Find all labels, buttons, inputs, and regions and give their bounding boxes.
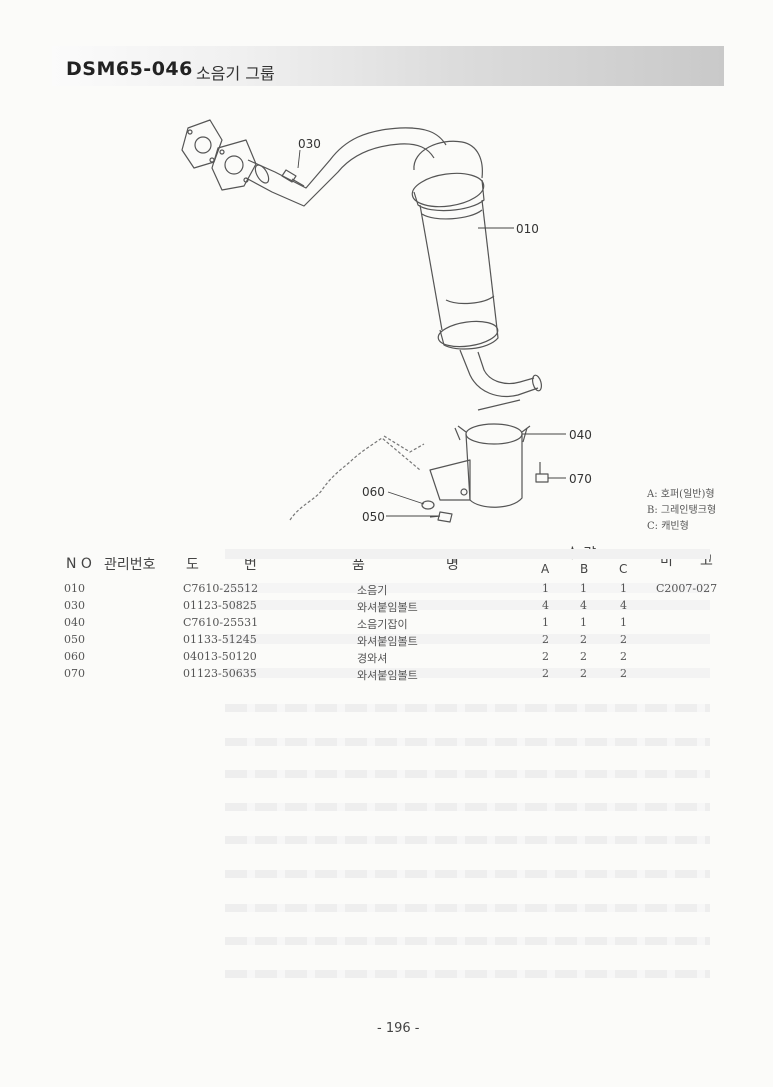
col-header-name-1: 품: [352, 557, 365, 573]
table-row: 040 C7610-25531 소음기잡이 1 1 1: [0, 616, 773, 632]
cell-qty-c: 2: [620, 667, 627, 680]
col-header-drawing-1: 도: [186, 557, 199, 573]
form-stripe: [225, 549, 710, 559]
cell-part-name: 소음기: [357, 584, 388, 597]
part-group-code: DSM65-046: [66, 58, 193, 80]
col-header-name-2: 명: [446, 557, 459, 573]
form-stripe: [225, 583, 710, 593]
inlet-pipe: [245, 127, 447, 207]
table-row: 070 01123-50635 와셔붙임볼트 2 2 2: [0, 667, 773, 683]
bolt-070: [535, 462, 549, 483]
table-row: 060 04013-50120 경와셔 2 2 2: [0, 650, 773, 666]
cell-drawing-no: 04013-50120: [183, 650, 257, 663]
cell-no: 040: [64, 616, 85, 629]
cell-part-name: 소음기잡이: [357, 618, 408, 631]
cell-qty-c: 1: [620, 616, 627, 629]
col-header-drawing-2: 번: [244, 557, 257, 573]
cell-drawing-no: C7610-25512: [183, 582, 259, 595]
callout-070: 070: [569, 472, 592, 486]
empty-form-row: [225, 836, 710, 844]
cell-drawing-no: C7610-25531: [183, 616, 259, 629]
cell-qty-b: 2: [580, 667, 587, 680]
cell-qty-b: 2: [580, 650, 587, 663]
cell-qty-b: 2: [580, 633, 587, 646]
bolt-050: [429, 511, 453, 523]
col-header-qty-c: C: [619, 562, 628, 576]
callout-030: 030: [298, 137, 321, 151]
col-header-mgmt-no: 관리번호: [104, 557, 156, 573]
empty-form-row: [225, 937, 710, 945]
col-header-qty-a: A: [541, 562, 550, 576]
empty-form-row: [225, 970, 710, 978]
form-stripe: [225, 634, 710, 644]
cell-no: 060: [64, 650, 85, 663]
callout-040: 040: [569, 428, 592, 442]
cell-no: 070: [64, 667, 85, 680]
callout-010: 010: [516, 222, 539, 236]
header-band: [52, 46, 724, 86]
cell-no: 030: [64, 599, 85, 612]
cell-qty-c: 2: [620, 633, 627, 646]
empty-form-row: [225, 870, 710, 878]
cell-part-name: 와셔붙임볼트: [357, 635, 418, 648]
cell-qty-a: 1: [542, 616, 549, 629]
cell-qty-a: 2: [542, 650, 549, 663]
empty-form-row: [225, 803, 710, 811]
cell-qty-b: 4: [580, 599, 587, 612]
cell-qty-c: 4: [620, 599, 627, 612]
cell-qty-a: 4: [542, 599, 549, 612]
frame-outline: [289, 435, 425, 521]
table-row: 030 01123-50825 와셔붙임볼트 4 4 4: [0, 599, 773, 615]
empty-form-row: [225, 738, 710, 746]
cell-qty-a: 2: [542, 633, 549, 646]
cell-drawing-no: 01123-50825: [183, 599, 257, 612]
empty-form-row: [225, 770, 710, 778]
cell-qty-c: 2: [620, 650, 627, 663]
part-group-title: 소음기 그룹: [196, 64, 275, 83]
gasket-flange: [181, 119, 223, 169]
empty-form-row: [225, 904, 710, 912]
legend-c: C: 캐빈형: [647, 521, 689, 532]
callout-050: 050: [362, 510, 385, 524]
cell-remark: C2007-027: [656, 582, 718, 595]
col-header-no: N O: [66, 556, 92, 572]
cell-qty-a: 2: [542, 667, 549, 680]
col-header-qty-b: B: [580, 562, 589, 576]
cell-qty-b: 1: [580, 616, 587, 629]
form-stripe: [225, 600, 710, 610]
cell-no: 010: [64, 582, 85, 595]
cell-drawing-no: 01133-51245: [183, 633, 257, 646]
legend-a: A: 호퍼(일반)형: [647, 489, 715, 500]
leader-lines: [297, 149, 566, 517]
table-row: 010 C7610-25512 소음기 1 1 1 C2007-027: [0, 582, 773, 598]
legend-b: B: 그레인탱크형: [647, 505, 717, 516]
cell-part-name: 경와셔: [357, 652, 388, 665]
bolt-030: [281, 169, 305, 187]
cell-qty-a: 1: [542, 582, 549, 595]
cell-qty-c: 1: [620, 582, 627, 595]
cell-drawing-no: 01123-50635: [183, 667, 257, 680]
inlet-flange: [211, 139, 257, 191]
empty-form-row: [225, 704, 710, 712]
callout-060: 060: [362, 485, 385, 499]
muffler-clamp: [429, 423, 531, 508]
form-stripe: [225, 668, 710, 678]
page-number: - 196 -: [377, 1021, 420, 1036]
cell-no: 050: [64, 633, 85, 646]
cell-qty-b: 1: [580, 582, 587, 595]
muffler-exploded-diagram: [181, 119, 566, 523]
cell-part-name: 와셔붙임볼트: [357, 601, 418, 614]
outlet-pipe: [459, 349, 542, 411]
cell-part-name: 와셔붙임볼트: [357, 669, 418, 682]
table-row: 050 01133-51245 와셔붙임볼트 2 2 2: [0, 633, 773, 649]
washer-060: [421, 500, 435, 510]
muffler-body: [411, 140, 499, 350]
